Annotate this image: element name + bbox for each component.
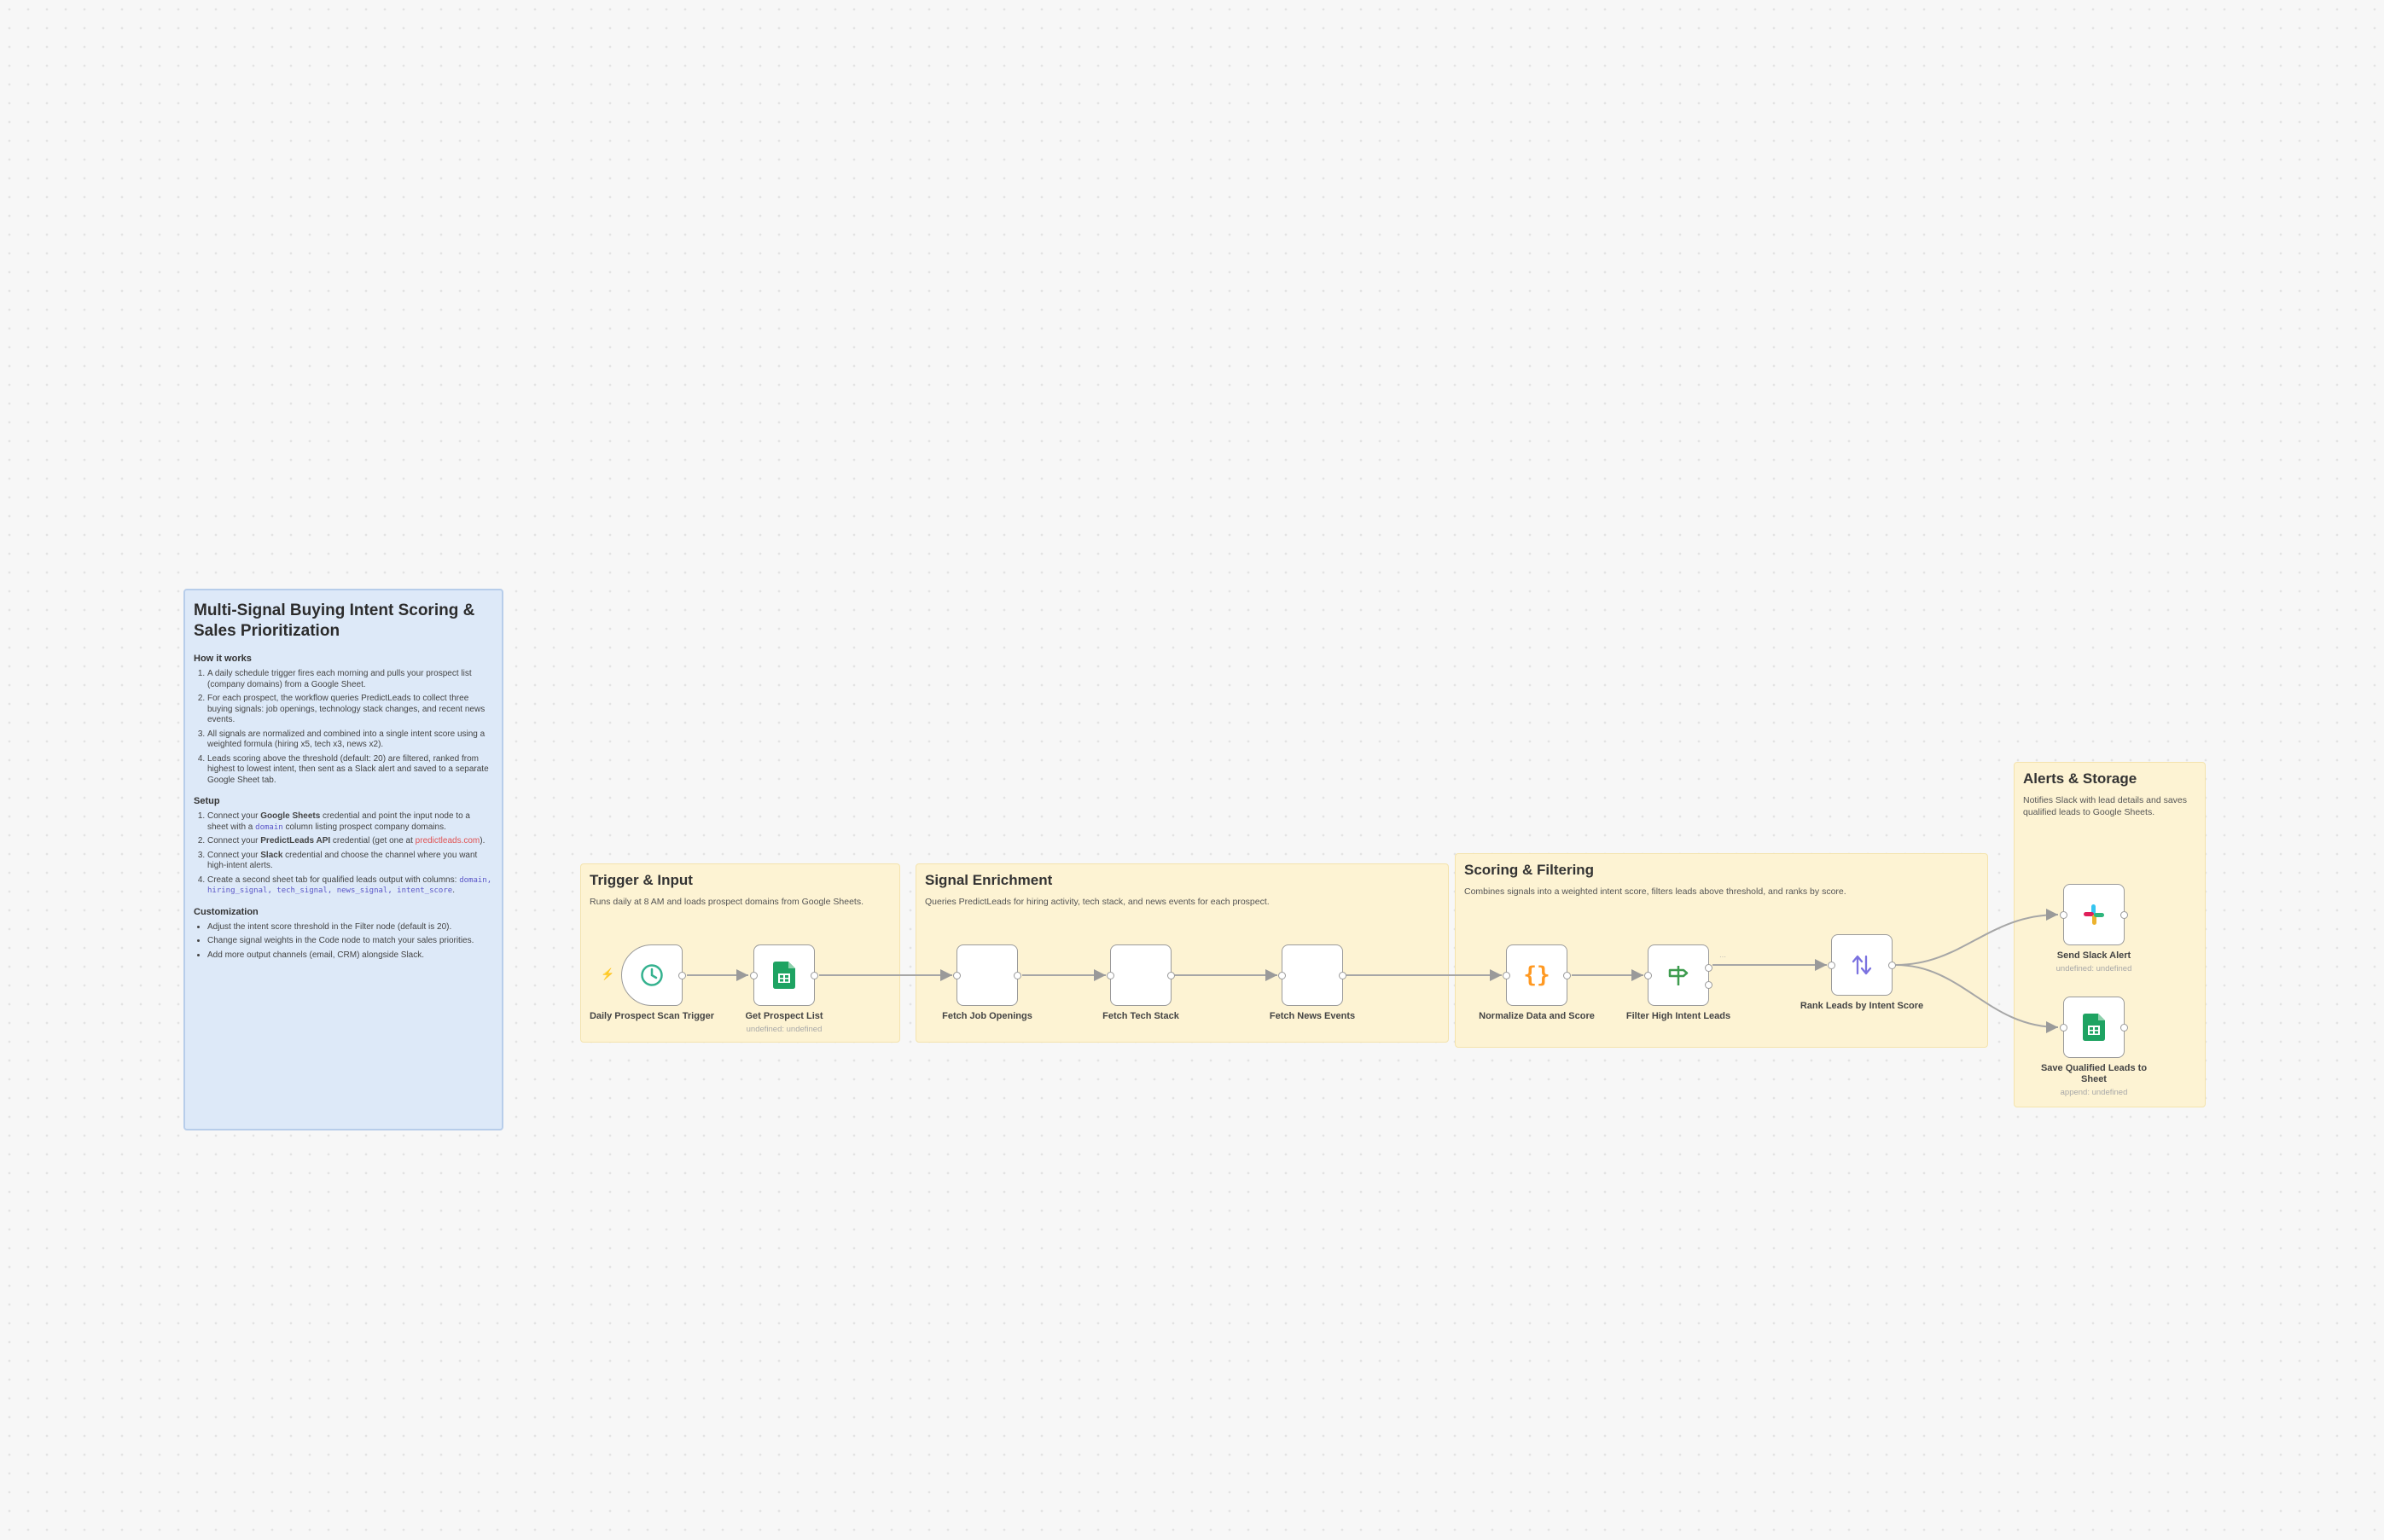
notes-title: Multi-Signal Buying Intent Scoring & Sal…: [194, 601, 475, 640]
node-get-prospect-list[interactable]: [750, 944, 818, 1006]
node-save-qualified-leads-to-sheet[interactable]: [2060, 997, 2128, 1058]
node-label: Send Slack Alert: [2056, 950, 2131, 961]
output-port[interactable]: [1888, 961, 1896, 969]
input-port[interactable]: [2060, 910, 2067, 919]
notes-how-heading: How it works: [194, 654, 252, 664]
notes-custom-list: Adjust the intent score threshold in the…: [194, 922, 493, 962]
node-rank-leads-by-intent-score[interactable]: [1828, 934, 1896, 996]
slack-icon: [2084, 904, 2104, 925]
input-port[interactable]: [1503, 971, 1510, 979]
connection: [1895, 964, 2059, 1033]
output-port[interactable]: [1563, 971, 1571, 979]
list-item: A daily schedule trigger fires each morn…: [207, 669, 493, 690]
group-title: Scoring & Filtering: [1464, 862, 1595, 878]
node-fetch-job-openings[interactable]: [953, 944, 1021, 1006]
group-title: Alerts & Storage: [2023, 770, 2137, 787]
list-item: Leads scoring above the threshold (defau…: [207, 754, 493, 787]
node-label: Filter High Intent Leads: [1625, 1011, 1731, 1021]
google-sheets-icon: [773, 962, 795, 989]
output-port[interactable]: [1014, 971, 1021, 979]
output-port[interactable]: [2120, 910, 2128, 919]
group-title: Signal Enrichment: [925, 872, 1053, 888]
node-subtitle: undefined: undefined: [2055, 964, 2132, 973]
list-item: Adjust the intent score threshold in the…: [207, 922, 493, 933]
output-port-false[interactable]: [1705, 981, 1712, 989]
node-subtitle: undefined: undefined: [746, 1025, 823, 1034]
notes-how-list: A daily schedule trigger fires each morn…: [194, 669, 493, 786]
predictleads-link[interactable]: predictleads.com: [415, 836, 480, 846]
output-port-true[interactable]: [1705, 964, 1712, 972]
list-item: Connect your Slack credential and choose…: [207, 851, 493, 872]
node-subtitle: append: undefined: [2060, 1088, 2128, 1097]
true-branch-marker: ···: [1719, 953, 1726, 961]
filter-signpost-icon: [1668, 966, 1689, 985]
google-sheets-icon: [2083, 1014, 2105, 1041]
node-daily-prospect-scan-trigger[interactable]: [621, 944, 686, 1006]
node-label: Get Prospect List: [745, 1011, 823, 1021]
output-port[interactable]: [2120, 1023, 2128, 1032]
notes-setup-list: Connect your Google Sheets credential an…: [194, 811, 493, 897]
node-label: Fetch Job Openings: [942, 1011, 1032, 1021]
group-description: Runs daily at 8 AM and loads prospect do…: [590, 897, 864, 907]
sort-arrows-icon: [1852, 955, 1872, 975]
input-port[interactable]: [1278, 971, 1286, 979]
node-label: Rank Leads by Intent Score: [1800, 1001, 1924, 1011]
list-item: All signals are normalized and combined …: [207, 729, 493, 751]
output-port[interactable]: [1339, 971, 1346, 979]
output-port[interactable]: [1167, 971, 1175, 979]
node-send-slack-alert[interactable]: [2060, 884, 2128, 945]
node-normalize-data-and-score[interactable]: {}: [1503, 944, 1571, 1006]
node-label: Save Qualified Leads to Sheet: [2040, 1063, 2148, 1084]
input-port[interactable]: [2060, 1023, 2067, 1032]
sticky-note-overview[interactable]: Multi-Signal Buying Intent Scoring & Sal…: [183, 589, 503, 1130]
list-item: Connect your Google Sheets credential an…: [207, 811, 493, 833]
node-label: Fetch News Events: [1269, 1011, 1356, 1021]
list-item: Connect your PredictLeads API credential…: [207, 836, 493, 847]
output-port[interactable]: [811, 971, 818, 979]
node-fetch-tech-stack[interactable]: [1107, 944, 1175, 1006]
group-title: Trigger & Input: [590, 872, 693, 888]
connection: [1895, 909, 2059, 966]
node-label: Normalize Data and Score: [1479, 1011, 1595, 1021]
input-port[interactable]: [1107, 971, 1114, 979]
notes-custom-heading: Customization: [194, 906, 259, 917]
list-item: Create a second sheet tab for qualified …: [207, 875, 493, 897]
list-item: For each prospect, the workflow queries …: [207, 694, 493, 726]
group-description: Notifies Slack with lead details and sav…: [2023, 795, 2188, 818]
notes-setup-heading: Setup: [194, 796, 220, 806]
input-port[interactable]: [1644, 971, 1652, 979]
input-port[interactable]: [1828, 961, 1835, 969]
node-label: Daily Prospect Scan Trigger: [589, 1011, 715, 1021]
trigger-bolt-icon: ⚡: [601, 968, 615, 980]
group-description: Queries PredictLeads for hiring activity…: [925, 897, 1270, 907]
node-fetch-news-events[interactable]: [1278, 944, 1346, 1006]
input-port[interactable]: [953, 971, 961, 979]
node-filter-high-intent-leads[interactable]: [1644, 944, 1712, 1006]
list-item: Add more output channels (email, CRM) al…: [207, 950, 493, 962]
clock-icon: [641, 964, 663, 986]
input-port[interactable]: [750, 971, 758, 979]
group-description: Combines signals into a weighted intent …: [1464, 886, 1846, 897]
output-port[interactable]: [678, 971, 686, 979]
list-item: Change signal weights in the Code node t…: [207, 936, 493, 947]
node-label: Fetch Tech Stack: [1102, 1011, 1179, 1021]
code-braces-icon: {}: [1523, 962, 1550, 988]
